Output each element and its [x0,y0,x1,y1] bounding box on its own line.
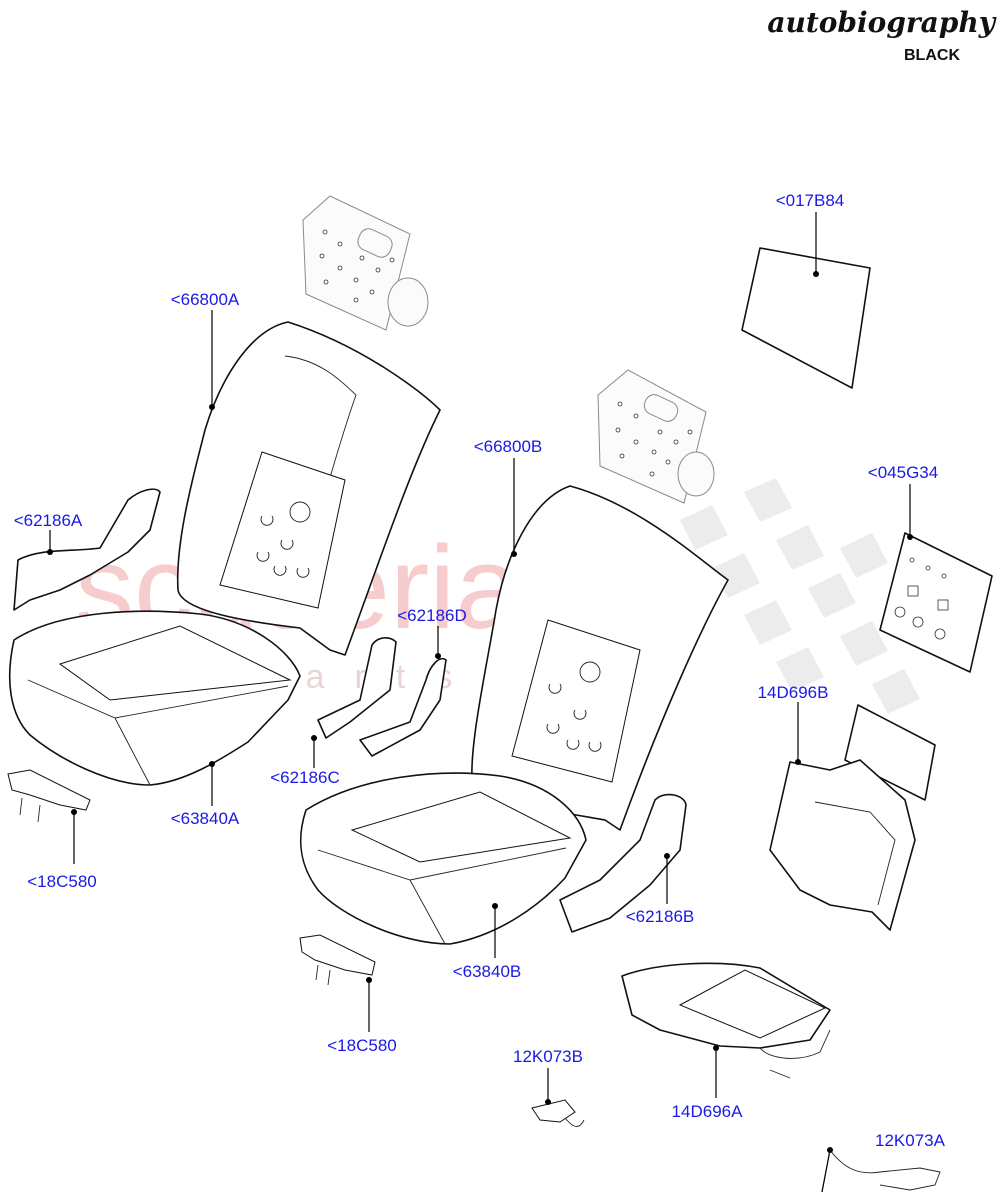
callout-labels: <017B84 <66800A <66800B <045G34 <62186A … [14,191,946,1150]
part-18C580-left-connector [7,769,91,823]
part-63840B-seat-cushion [299,772,587,945]
part-66800B-seat-back [471,485,729,831]
callout-14D696B[interactable]: 14D696B [758,683,829,702]
part-62186C-side-trim [317,637,397,739]
back-plate-left [302,195,429,331]
leader-lines [47,212,913,1193]
callout-62186D[interactable]: <62186D [397,606,466,625]
callout-18C580-center[interactable]: <18C580 [327,1036,396,1055]
callout-18C580-left[interactable]: <18C580 [27,872,96,891]
part-62186B-side-trim [559,793,687,933]
part-18C580-center-connector [299,934,376,986]
callout-63840A[interactable]: <63840A [171,809,240,828]
part-63840A-seat-cushion [8,610,301,786]
callout-66800B[interactable]: <66800B [474,437,543,456]
part-14D696B-frame [769,704,936,931]
back-plate-center [597,369,715,504]
part-045G34-back-panel [879,532,993,673]
checkered-flag-watermark [680,478,920,714]
callout-017B84[interactable]: <017B84 [776,191,845,210]
callout-63840B[interactable]: <63840B [453,962,522,981]
part-14D696A-mat [621,962,831,1079]
callout-62186C[interactable]: <62186C [270,768,339,787]
callout-12K073A[interactable]: 12K073A [875,1131,946,1150]
part-66800A-seat-back [176,321,441,656]
callout-12K073B[interactable]: 12K073B [513,1047,583,1066]
part-12K073B-connector [531,1099,585,1127]
part-12K073A-harness [821,1149,941,1193]
callout-14D696A[interactable]: 14D696A [672,1102,744,1121]
part-62186D-side-trim [359,658,447,757]
part-017B84-panel [741,247,871,389]
callout-045G34[interactable]: <045G34 [868,463,938,482]
brand-variant: BLACK [904,47,960,64]
callout-66800A[interactable]: <66800A [171,290,240,309]
brand-script: autobiography [767,6,996,39]
callout-62186A[interactable]: <62186A [14,511,83,530]
callout-62186B[interactable]: <62186B [626,907,695,926]
